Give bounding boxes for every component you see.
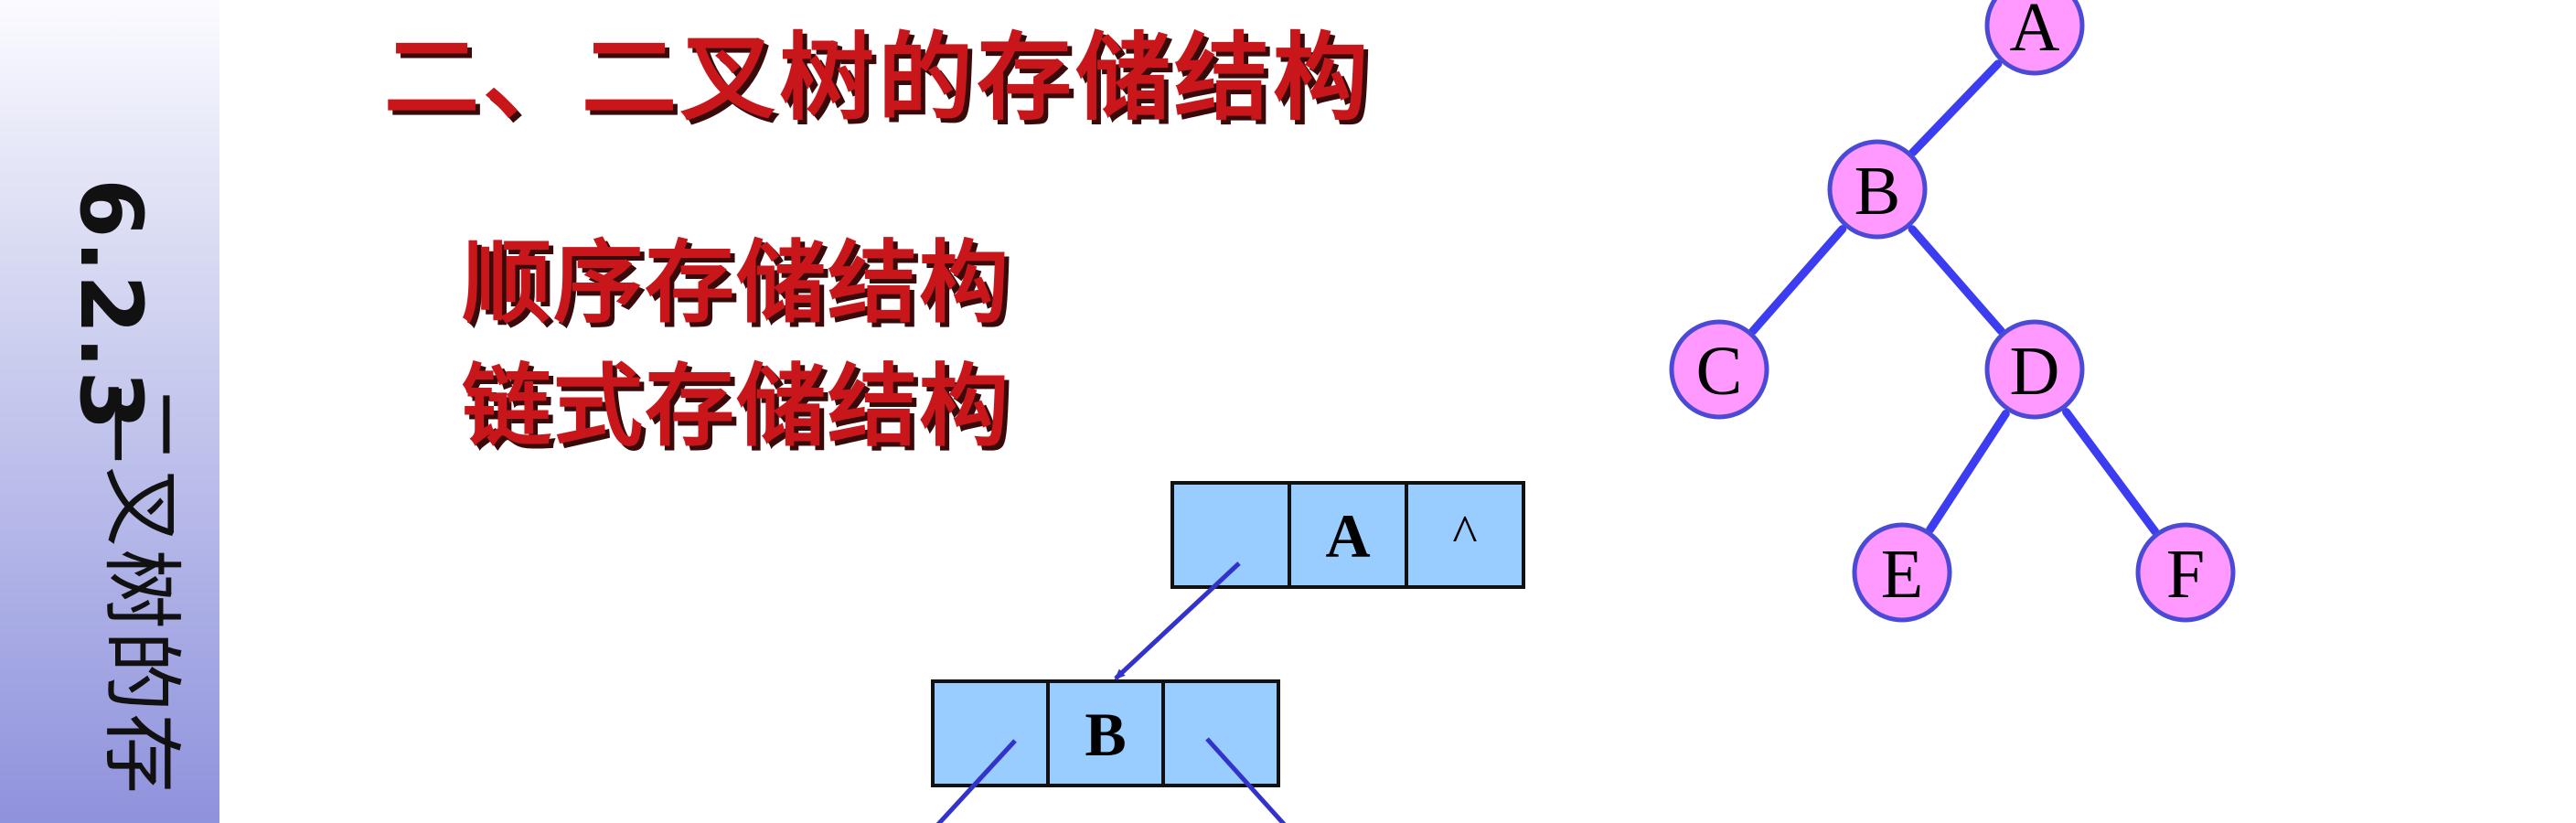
node-data-label: A [1325,501,1370,571]
tree-node-a: A [1984,0,2085,76]
tree-node-b: B [1827,139,1928,240]
tree-nodes: A B C D E F [1669,0,2236,623]
tree-node-label: A [2010,0,2060,66]
tree-node-circle [1852,522,1952,623]
tree-node-f: F [2135,522,2236,623]
linked-storage-item: 链式存储结构 [462,354,1011,459]
pointer-b-left [935,739,1017,823]
sequential-storage-item: 顺序存储结构 [462,230,1011,336]
linked-node-b: B [931,679,1280,787]
linked-nodes: A^B [931,481,1525,787]
tree-node-e: E [1852,522,1952,623]
data-cell [1288,481,1408,589]
tree-node-label: E [1881,536,1923,613]
tree-edge-b-d [1908,225,2005,336]
lchild-cell [931,679,1050,787]
pointer-a-to-b [1114,561,1241,680]
tree-node-d: D [1984,319,2085,420]
tree-edge-d-f [2062,408,2160,536]
node-data-label: B [1085,700,1126,769]
tree-node-label: B [1855,153,1901,230]
tree-edge-b-c [1748,225,1847,336]
tree-node-circle [1669,319,1769,420]
tree-node-label: C [1696,333,1743,410]
tree-edge-d-e [1926,410,2010,534]
data-cell [1046,679,1165,787]
tree-node-circle [2135,522,2236,623]
tree-node-circle [1984,319,2085,420]
rchild-cell [1405,481,1525,589]
slide-title: 二、二叉树的存储结构 [384,21,1373,134]
tree-node-label: D [2010,333,2060,410]
sidebar: 6.2.3 二叉树的存 [0,0,219,823]
linked-node-a: A^ [1170,481,1525,589]
rchild-cell [1161,679,1280,787]
tree-edge-a-b [1908,59,2003,157]
tree-node-circle [1984,0,2085,76]
tree-edges [1748,59,2160,536]
linked-pointers [935,561,1287,823]
tree-node-label: F [2166,536,2205,613]
pointer-b-right [1205,737,1287,823]
tree-node-circle [1827,139,1928,240]
null-pointer-symbol: ^ [1452,504,1477,563]
tree-node-c: C [1669,319,1769,420]
